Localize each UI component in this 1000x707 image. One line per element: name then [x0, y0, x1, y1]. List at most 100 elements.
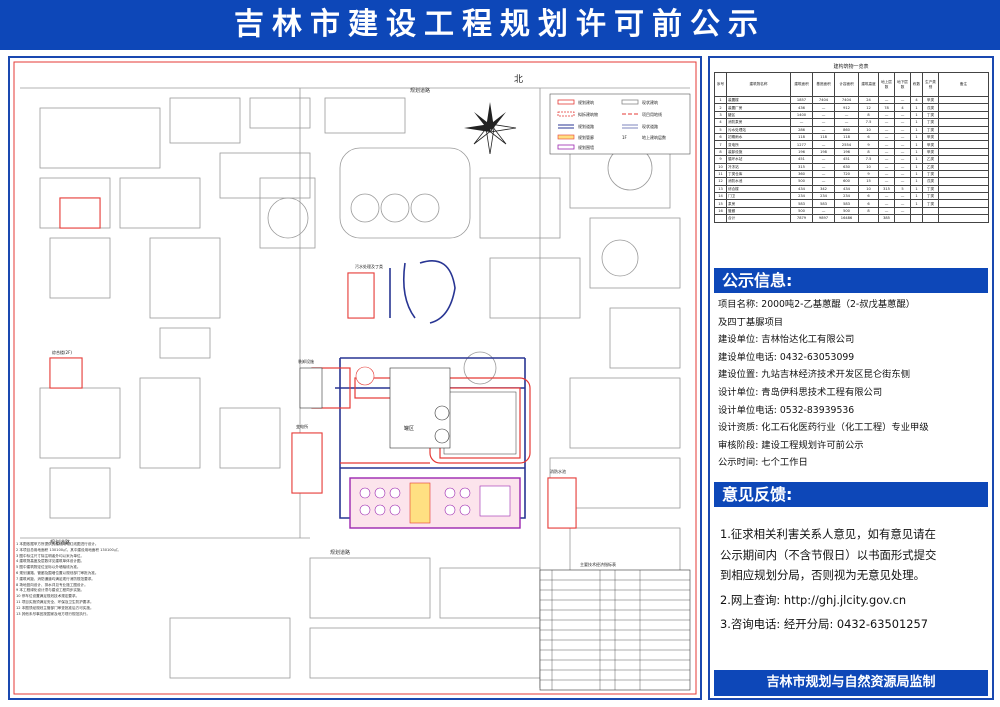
table-cell: — — [812, 118, 835, 127]
table-cell: 1 — [910, 125, 923, 134]
building-table-title: 建构筑物一览表 — [833, 64, 869, 70]
table-cell: 戊类 — [922, 177, 939, 186]
table-cell: 118 — [790, 132, 813, 142]
table-cell — [922, 214, 939, 223]
table-cell: 583 — [834, 199, 859, 208]
indicator-table: 主要技术经济指标表 — [539, 561, 691, 691]
table-cell: — — [894, 177, 911, 186]
table-cell: — — [894, 140, 911, 149]
table-cell — [938, 110, 989, 120]
planned-buildings: 污水处理及丁类 消防水池 变电所 综合楼(2F) 装卸设施 — [49, 197, 577, 529]
info-line: 建设位置: 九站吉林经济技术开发区昆仑街东侧 — [718, 369, 911, 381]
table-cell: 丁类 — [922, 199, 939, 208]
table-cell: — — [812, 155, 835, 164]
table-cell: — — [894, 162, 911, 171]
table-cell: 丁类 — [922, 125, 939, 134]
building-table: 建构筑物一览表 序号 建筑物名称 建筑面积 基底面积 计容面积 建筑高度 地上层… — [714, 62, 989, 262]
process-area — [349, 477, 521, 529]
table-cell: 丁类 — [922, 118, 939, 127]
feedback-website[interactable]: 2.网上查询: http://ghj.jlcity.gov.cn — [720, 592, 907, 607]
info-line: 及四丁基脲项目 — [718, 316, 784, 328]
info-line: 建设单位: 吉林怡达化工有限公司 — [718, 334, 855, 346]
table-cell: 118 — [812, 132, 835, 142]
svg-text:规划道路: 规划道路 — [410, 87, 430, 94]
table-cell: 4 — [894, 103, 911, 112]
table-cell: 装卸设施 — [726, 147, 791, 157]
table-cell: 丁类 — [922, 110, 939, 120]
table-cell: 10 — [858, 125, 879, 134]
table-cell: 11 — [714, 169, 727, 179]
north-label: 北 — [514, 74, 523, 85]
table-cell: 6 — [858, 192, 879, 201]
svg-text:消防水池: 消防水池 — [550, 468, 566, 474]
table-cell: 1 — [910, 169, 923, 179]
feedback-phone: 3.咨询电话: 经开分局: 0432-63501257 — [720, 617, 928, 632]
table-cell: 1 — [910, 132, 923, 142]
table-cell — [938, 199, 989, 208]
table-cell: 甲类 — [922, 140, 939, 149]
footer-issuer: 吉林市规划与自然资源局监制 — [714, 670, 988, 696]
table-cell: 13 — [714, 184, 727, 194]
table-cell: 1 — [910, 103, 923, 112]
table-cell: 3 — [714, 110, 727, 120]
table-cell: 6 — [858, 132, 879, 142]
table-cell: 196 — [790, 147, 813, 157]
table-cell: 583 — [790, 199, 813, 208]
table-cell: 8 — [858, 110, 879, 120]
plan-boundary — [13, 61, 697, 695]
table-cell: 循环水站 — [726, 155, 791, 164]
table-cell: 1 — [910, 110, 923, 120]
table-cell: 434 — [790, 184, 813, 194]
table-cell: 1277 — [790, 140, 813, 149]
feedback-content: 1.征求相关利害关系人意见，如有意见请在 公示期间内（不含节假日）以书面形式提交… — [720, 524, 986, 635]
table-cell: — — [878, 95, 895, 105]
table-cell — [938, 95, 989, 105]
table-cell: 1400 — [790, 110, 813, 120]
table-cell — [938, 140, 989, 149]
table-cell — [938, 184, 989, 194]
table-cell — [894, 214, 911, 223]
table-cell: 12 — [858, 103, 879, 112]
table-cell: — — [812, 169, 835, 179]
table-cell: 16486 — [834, 214, 859, 223]
table-cell: 泵房 — [726, 199, 791, 208]
table-cell — [938, 103, 989, 112]
table-cell: 315 — [790, 162, 813, 171]
table-cell: 342 — [812, 184, 835, 194]
info-line: 设计单位电话: 0532-83939536 — [718, 404, 855, 416]
table-cell: 甲类 — [922, 95, 939, 105]
table-cell — [938, 177, 989, 186]
table-cell: — — [894, 95, 911, 105]
table-cell: — — [894, 132, 911, 142]
table-cell: 4 — [910, 95, 923, 105]
table-cell: — — [812, 162, 835, 171]
page-title: 吉林市建设工程规划许可前公示 — [0, 0, 1000, 50]
table-cell: — — [878, 177, 895, 186]
info-line: 公示时间: 七个工作日 — [718, 457, 808, 469]
table-cell: — — [812, 110, 835, 120]
svg-text:变电所: 变电所 — [296, 423, 308, 429]
table-cell: 8 — [858, 206, 879, 216]
table-cell: 1 — [910, 199, 923, 208]
table-cell: 15 — [858, 177, 879, 186]
site-plan: 北 规划建筑 现状建筑 拟拆建筑物 项目用地线 规划道路 现状道路 规划管廊 1… — [8, 56, 702, 700]
table-cell: — — [878, 125, 895, 134]
svg-text:拟拆建筑物: 拟拆建筑物 — [578, 111, 598, 117]
table-cell: 装置楼 — [726, 95, 791, 105]
feedback-heading: 意见反馈: — [714, 482, 988, 507]
table-cell: 198 — [812, 147, 835, 157]
table-cell: 912 — [834, 103, 859, 112]
table-cell: 16 — [714, 206, 727, 216]
svg-text:项目用地线: 项目用地线 — [642, 111, 662, 117]
building-table-header: 序号 建筑物名称 建筑面积 基底面积 计容面积 建筑高度 地上层数 地下层数 栋… — [714, 72, 989, 97]
svg-text:规划道路: 规划道路 — [578, 123, 594, 129]
table-cell: 消防泵房 — [726, 118, 791, 127]
